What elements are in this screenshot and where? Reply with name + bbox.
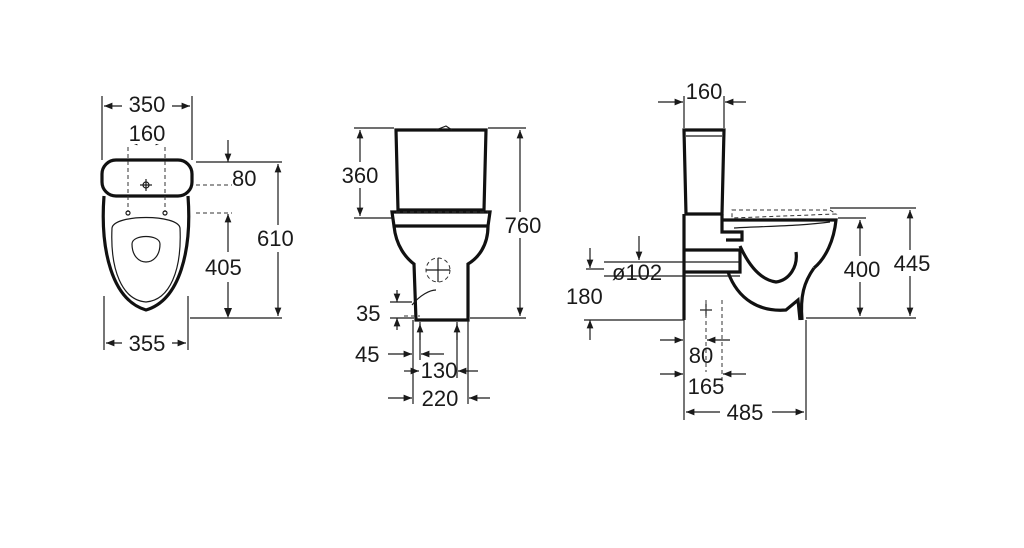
front-fixing-spacing-label: 130 <box>421 358 458 383</box>
top-depth-label: 610 <box>257 226 294 251</box>
side-seat <box>731 209 838 219</box>
side-trapway <box>738 245 798 284</box>
top-view: 350 160 80 405 610 355 <box>100 92 294 356</box>
side-outlet-diameter-label: ø102 <box>612 260 662 285</box>
side-wall-outlet-label: 165 <box>688 374 725 399</box>
top-rear-fixing-label: 80 <box>232 166 256 191</box>
front-bowl <box>392 225 490 322</box>
front-view: 360 760 35 45 130 220 <box>336 125 548 411</box>
top-bowl-outline <box>101 195 191 312</box>
side-cistern <box>682 128 726 216</box>
side-outlet-height-label: 180 <box>566 284 603 309</box>
front-outlet-mark <box>425 257 451 283</box>
top-fixing-spacing-label: 160 <box>129 121 166 146</box>
side-wall-fixing-label: 80 <box>689 343 713 368</box>
side-projection-label: 485 <box>727 400 764 425</box>
side-bowl-height-label: 400 <box>844 257 881 282</box>
top-bowl-width-label: 355 <box>129 331 166 356</box>
front-seat <box>390 210 492 228</box>
side-bowl-top <box>722 218 838 270</box>
front-floor-fixing-label: 35 <box>356 301 380 326</box>
front-fixing-offset-label: 45 <box>355 342 379 367</box>
front-overall-height-label: 760 <box>505 213 542 238</box>
side-overall-height-label: 445 <box>894 251 931 276</box>
front-cistern <box>394 128 488 212</box>
top-drain <box>131 235 161 263</box>
side-view: 160 ø102 180 400 445 80 165 <box>566 79 938 426</box>
top-inlet-mark <box>140 179 152 191</box>
side-cistern-depth-label: 160 <box>686 79 723 104</box>
top-cistern-outline <box>100 158 194 198</box>
top-width-label: 350 <box>129 92 166 117</box>
top-fixing-front-label: 405 <box>205 255 242 280</box>
front-cistern-height-label: 360 <box>342 163 379 188</box>
front-base-width-label: 220 <box>422 386 459 411</box>
top-bowl-rim <box>111 216 181 303</box>
